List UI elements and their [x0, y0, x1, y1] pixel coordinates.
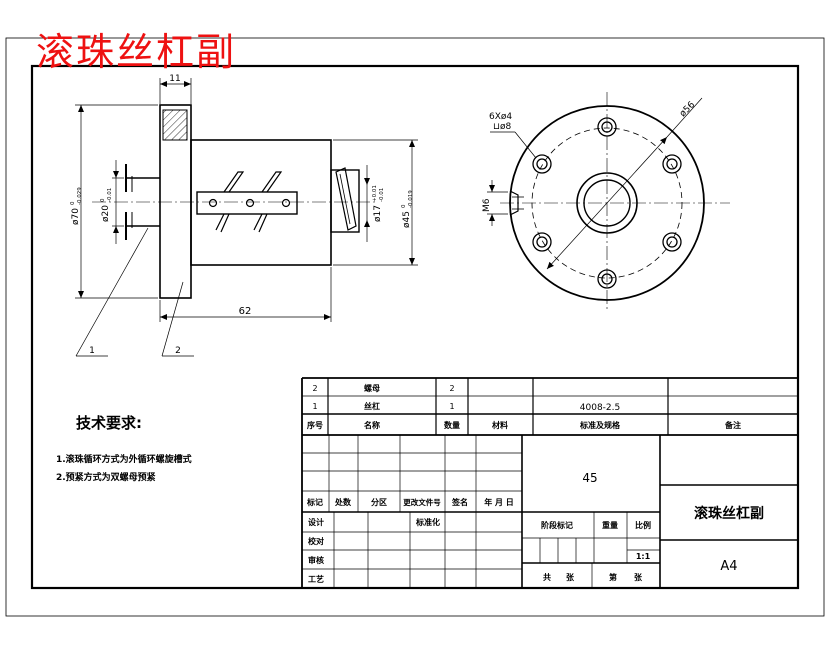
drawing-name: 滚珠丝杠副	[694, 505, 764, 522]
svg-text:ø70: ø70	[71, 208, 81, 225]
header-material: 材料	[492, 420, 508, 430]
parts-list	[301, 377, 798, 588]
role-check: 校对	[308, 536, 324, 546]
part-standard-1: 4008-2.5	[580, 403, 620, 413]
inner-diameter-dim: ø20 0 -0.01	[100, 188, 113, 222]
page-label: 第	[609, 572, 617, 582]
role-review: 审核	[308, 555, 324, 565]
svg-text:-0.019: -0.019	[408, 190, 414, 208]
rev-date: 年 月 日	[484, 497, 514, 507]
rev-zone: 分区	[371, 497, 387, 507]
material-label: 45	[582, 471, 597, 485]
svg-text:+0.01: +0.01	[372, 185, 378, 202]
header-no: 序号	[307, 420, 323, 430]
sheet-size: A4	[720, 559, 737, 574]
header-name: 名称	[364, 420, 380, 430]
role-design: 设计	[308, 517, 324, 527]
rev-count: 处数	[334, 497, 352, 507]
part-name-2: 螺母	[364, 383, 380, 393]
svg-text:0: 0	[401, 204, 407, 208]
svg-text:0: 0	[100, 198, 106, 202]
svg-text:-0.01: -0.01	[107, 188, 113, 202]
title-block	[302, 435, 798, 588]
part-no-2: 2	[312, 384, 317, 393]
flange-width-label: 11	[169, 74, 180, 84]
rev-mark: 标记	[306, 497, 323, 507]
page-sheet-label: 张	[634, 573, 643, 582]
svg-text:ø20: ø20	[101, 205, 111, 222]
rev-sign: 签名	[451, 497, 468, 507]
role-process: 工艺	[308, 574, 324, 584]
inner-frame	[30, 64, 800, 590]
balloon-1: 1	[89, 346, 95, 356]
page-title: 滚珠丝杠副	[36, 30, 237, 74]
scale-value: 1:1	[636, 552, 651, 561]
svg-text:ø56: ø56	[678, 100, 697, 119]
part-name-1: 丝杠	[364, 401, 380, 411]
total-label: 共	[543, 572, 551, 582]
outer-border	[5, 37, 825, 617]
sheet-label: 张	[566, 573, 575, 582]
length-label: 62	[239, 306, 252, 317]
screw-diameter-dim: ø17 +0.01 -0.01	[372, 185, 385, 222]
section-view	[92, 104, 375, 299]
standardization-label: 标准化	[415, 517, 440, 527]
svg-text:-0.029: -0.029	[77, 187, 83, 205]
svg-text:-0.01: -0.01	[379, 188, 385, 202]
section-dimensions	[75, 78, 418, 357]
ratio-label: 比例	[635, 520, 651, 530]
holes-label: 6Xø4	[489, 112, 512, 122]
svg-text:0: 0	[70, 201, 76, 205]
balloon-2: 2	[175, 346, 181, 356]
flange-diameter-dim: ø70 0 -0.029	[70, 187, 83, 225]
end-view	[500, 92, 730, 312]
weight-label: 重量	[602, 520, 618, 530]
bolt-circle-dim: ø56	[678, 100, 697, 119]
part-qty-2: 2	[449, 384, 454, 393]
end-view-dimensions	[487, 97, 703, 270]
svg-text:ø17: ø17	[373, 205, 383, 222]
part-no-1: 1	[312, 402, 317, 411]
requirement-item-2: 2.预紧方式为双螺母预紧	[56, 473, 156, 483]
svg-text:ø45: ø45	[402, 211, 412, 228]
rev-file: 更改文件号	[403, 497, 441, 507]
header-qty: 数量	[444, 420, 460, 430]
body-diameter-dim: ø45 0 -0.019	[401, 190, 414, 228]
thread-dim: M6	[482, 198, 492, 212]
part-qty-1: 1	[449, 402, 454, 411]
header-note: 备注	[724, 420, 741, 430]
svg-text:M6: M6	[482, 198, 492, 212]
stage-mark-label: 阶段标记	[541, 520, 573, 530]
counterbore-label: ⊔ø8	[493, 122, 512, 132]
requirement-item-1: 1.滚珠循环方式为外循环螺旋槽式	[56, 455, 192, 465]
requirements-heading: 技术要求:	[76, 414, 142, 432]
header-standard: 标准及规格	[579, 420, 621, 430]
